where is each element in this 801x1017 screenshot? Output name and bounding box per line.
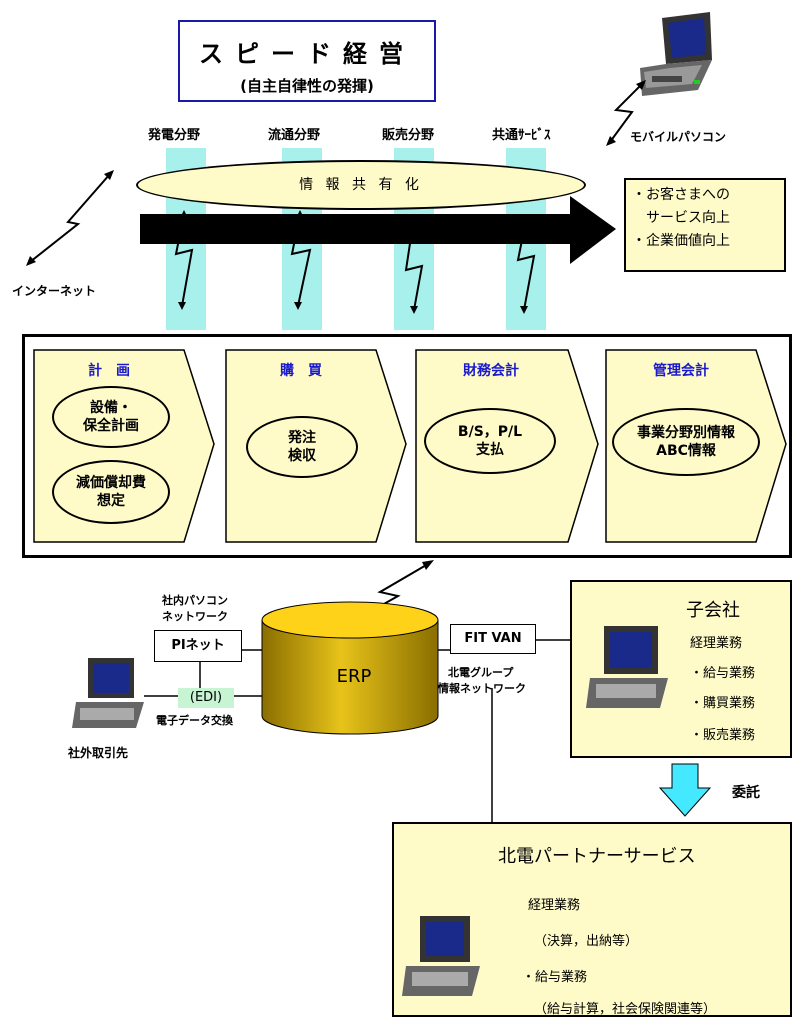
module-head-finance: 財務会計 xyxy=(463,363,519,379)
title-main: スピード経営 xyxy=(199,40,415,68)
module-head-purchasing: 購 買 xyxy=(280,363,322,379)
benefit-line-3: ・企業価値向上 xyxy=(632,233,730,249)
network-lines xyxy=(144,639,570,822)
oval-order-inspection: 発注 検収 xyxy=(246,416,358,478)
fitvan-box: FIT VAN xyxy=(450,624,536,654)
progress-arrow xyxy=(140,196,616,264)
outsource-arrow xyxy=(658,763,712,817)
oval-equipment-plan: 設備・ 保全計画 xyxy=(52,386,170,448)
partner-line-1: 経理業務 xyxy=(528,898,581,913)
partner-box: 北電パートナーサービス 経理業務 （決算，出納等） ・給与業務 （給与計算，社会… xyxy=(392,822,792,1017)
mobile-pc-icon xyxy=(632,10,722,100)
info-sharing-ellipse: 情 報 共 有 化 xyxy=(136,160,586,210)
edi-label: (EDI) xyxy=(178,688,234,708)
subsidiary-title: 子会社 xyxy=(686,600,740,621)
partner-line-3: ・給与業務 xyxy=(522,970,588,985)
partner-laptop-icon xyxy=(402,916,480,996)
module-head-management: 管理会計 xyxy=(653,363,709,379)
title-box: スピード経営 (自主自律性の発揮) xyxy=(178,20,436,102)
oval-depreciation: 減価償却費 想定 xyxy=(52,460,170,524)
subsidiary-item-4: ・販売業務 xyxy=(690,728,756,743)
mobile-signal-icon xyxy=(606,80,646,146)
pi-caption-2: ネットワーク xyxy=(162,610,228,623)
oval-segment-info: 事業分野別情報 ABC情報 xyxy=(612,408,760,476)
benefit-line-1: ・お客さまへの xyxy=(632,187,730,203)
subsidiary-item-1: 経理業務 xyxy=(690,636,743,651)
fitvan-caption-2: 情報ネットワーク xyxy=(438,682,526,695)
field-label-distribution: 流通分野 xyxy=(268,128,321,143)
pi-caption-1: 社内パソコン xyxy=(162,594,228,607)
benefit-line-2: サービス向上 xyxy=(646,210,730,226)
info-sharing-label: 情 報 共 有 化 xyxy=(299,177,423,193)
outsource-label: 委託 xyxy=(732,785,760,801)
module-head-planning: 計 画 xyxy=(88,363,130,379)
lightning-bolts xyxy=(174,210,536,314)
fitvan-caption-1: 北電グループ xyxy=(448,666,514,679)
field-label-sales: 販売分野 xyxy=(382,128,435,143)
partner-title: 北電パートナーサービス xyxy=(498,846,696,867)
subsidiary-box: 子会社 経理業務 ・給与業務 ・購買業務 ・販売業務 xyxy=(570,580,792,758)
erp-cylinder xyxy=(261,601,439,735)
subsidiary-item-2: ・給与業務 xyxy=(690,666,756,681)
oval-bs-pl: B/S，P/L 支払 xyxy=(424,408,556,474)
title-sub: (自主自律性の発揮) xyxy=(240,77,374,95)
edi-caption: 電子データ交換 xyxy=(156,714,233,727)
internet-label: インターネット xyxy=(12,284,97,298)
partner-line-2: （決算，出納等） xyxy=(534,934,639,949)
subsidiary-laptop-icon xyxy=(586,626,668,708)
field-label-power: 発電分野 xyxy=(148,128,201,143)
mobile-label: モバイルパソコン xyxy=(630,130,727,144)
benefits-box: ・お客さまへの サービス向上 ・企業価値向上 xyxy=(624,178,786,272)
external-label: 社外取引先 xyxy=(68,746,129,760)
erp-label: ERP xyxy=(336,666,372,687)
subsidiary-item-3: ・購買業務 xyxy=(690,696,756,711)
internet-signal-icon xyxy=(26,170,114,266)
field-label-common: 共通ｻｰﾋﾞｽ xyxy=(492,128,551,143)
external-laptop-icon xyxy=(72,658,144,728)
partner-line-4: （給与計算，社会保険関連等） xyxy=(534,1002,717,1017)
pi-net-box: PIネット xyxy=(154,630,242,662)
